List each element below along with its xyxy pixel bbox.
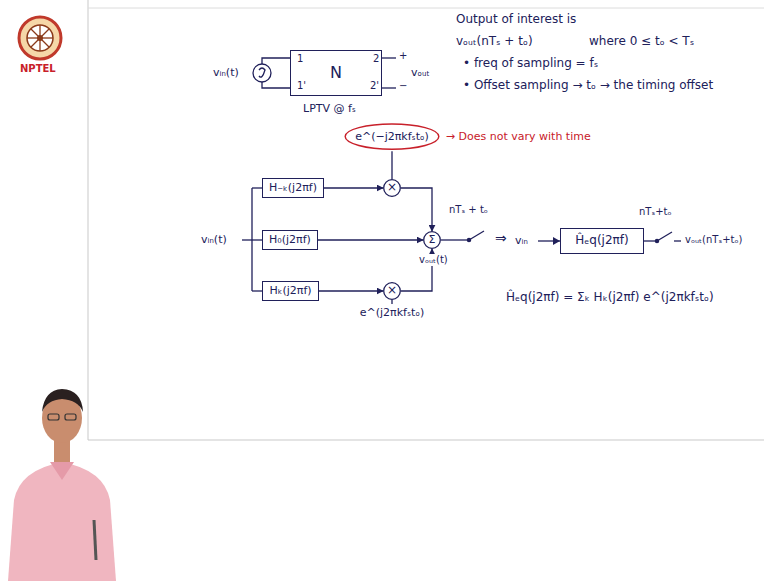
circle-outline (384, 180, 401, 197)
multiplier-symbol: × (383, 179, 401, 197)
signal-connector (401, 188, 432, 231)
signal-name: vₒᵤₜ(t) (418, 254, 449, 266)
port-number: 2 (372, 53, 380, 65)
port-number: 1' (296, 80, 307, 92)
exponential-factor: e^(−j2πkfₛtₒ) (354, 130, 430, 143)
output-expression: vₒᵤₜ(nTₛ + tₒ) (455, 34, 534, 48)
equation: Ĥₑq(j2πf) = Σₖ Hₖ(j2πf) e^(j2πkfₛtₒ) (505, 290, 715, 304)
sampling-instant: nTₛ+tₒ (638, 206, 673, 218)
transfer-function-box: Hₖ(j2πf) (262, 281, 319, 301)
node-text: × (387, 181, 397, 195)
signal-name: vᵢₙ(t) (212, 66, 240, 79)
nptel-logo (19, 17, 61, 59)
logo-text: NPTEL (19, 63, 57, 75)
node-text: H₋ₖ(j2πf) (269, 182, 317, 195)
highlight-ellipse (345, 124, 439, 149)
port-number: 1 (296, 53, 304, 65)
node-text: H₀(j2πf) (269, 234, 311, 247)
page-margin-line (88, 0, 89, 440)
bullet-note: • freq of sampling = fₛ (462, 56, 599, 70)
exponential-factor: e^(j2πkfₛtₒ) (359, 306, 425, 319)
sampler-switch (441, 231, 484, 242)
transfer-function-box: H₀(j2πf) (262, 230, 318, 250)
node-text: × (387, 284, 397, 298)
signal-name: vᵢₙ (514, 234, 529, 247)
multiplier-symbol: × (383, 282, 401, 300)
signal-name: vₒᵤₜ (410, 66, 431, 79)
node-text: Hₖ(j2πf) (269, 285, 311, 298)
signal-name: vᵢₙ(t) (200, 233, 228, 246)
port-number: 2' (369, 80, 380, 92)
condition-note: where 0 ≤ tₒ < Tₛ (588, 34, 695, 48)
equivalent-filter-box: Ĥₑq(j2πf) (560, 228, 644, 254)
transfer-function-box: H₋ₖ(j2πf) (262, 178, 324, 198)
factor-input-line (391, 151, 392, 179)
input-split-wires (242, 188, 262, 291)
network-type-note: LPTV @ fₛ (302, 102, 357, 115)
factor-input-line (391, 300, 392, 304)
signal-name: vₒᵤₜ(nTₛ+tₒ) (684, 234, 743, 246)
presenter-figure (8, 389, 116, 581)
annotation-note: → Does not vary with time (445, 130, 592, 143)
sampling-instant: nTₛ + tₒ (448, 204, 489, 216)
node-text: Σ (429, 234, 436, 247)
node-text: Ĥₑq(j2πf) (575, 234, 628, 248)
circle-outline (424, 232, 441, 249)
signal-connector (324, 187, 383, 188)
note-heading: Output of interest is (455, 12, 577, 26)
polarity-sign: − (398, 80, 408, 92)
node-text: N (330, 64, 342, 82)
page-top-line (88, 8, 764, 9)
summer-symbol: Σ (423, 231, 441, 249)
circle-outline (384, 283, 401, 300)
page-bottom-line (88, 440, 764, 441)
signal-connector (319, 290, 383, 291)
signal-connector (318, 239, 423, 240)
bullet-note: • Offset sampling → tₒ → the timing offs… (462, 78, 714, 92)
polarity-sign: + (398, 50, 408, 62)
implies-symbol: ⇒ (494, 230, 508, 247)
voltage-source-symbol (253, 64, 271, 82)
